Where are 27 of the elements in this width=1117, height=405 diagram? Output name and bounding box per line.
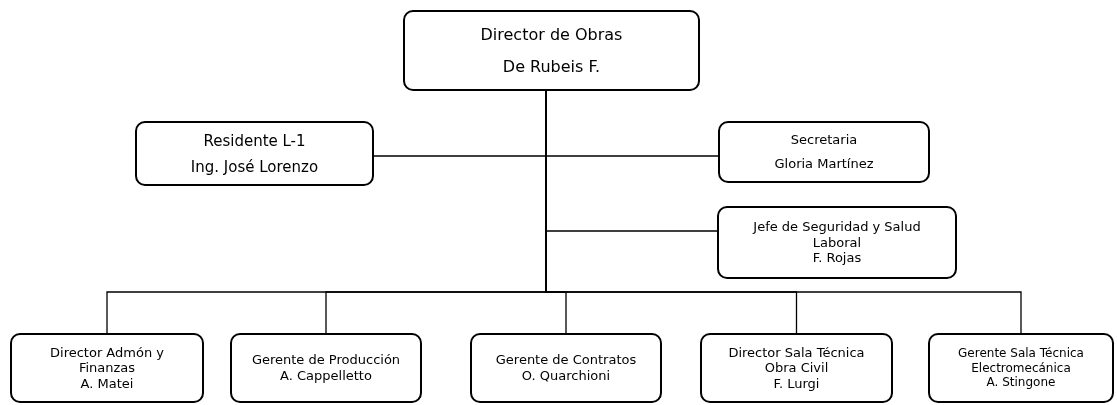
person-name: Ing. José Lorenzo — [190, 157, 319, 176]
position-title: Residente L-1 — [203, 131, 306, 150]
org-box — [470, 333, 662, 403]
person-name: F. Rojas — [812, 250, 862, 266]
org-box — [230, 333, 422, 403]
person-name: A. Matei — [80, 375, 134, 392]
position-title: Gerente de Producción — [251, 352, 401, 368]
position-title: Director de Obras — [480, 25, 623, 45]
person-name: De Rubeis F. — [502, 56, 601, 76]
person-name: A. Cappelletto — [280, 368, 372, 384]
position-title: Director Admón y Finanzas — [49, 344, 165, 376]
person-name: A. Stingone — [986, 375, 1056, 390]
person-name: Gloria Martínez — [774, 156, 874, 172]
org-box — [718, 121, 930, 183]
position-title: Secretaria — [790, 132, 858, 148]
person-name: F. Lurgi — [773, 375, 820, 392]
org-box — [928, 333, 1114, 403]
org-box — [403, 10, 700, 91]
org-box — [135, 121, 374, 186]
position-title: Jefe de Seguridad y Salud Laboral — [751, 219, 922, 251]
org-box — [717, 206, 957, 279]
position-title: Gerente Sala Técnica Electromecánica — [957, 346, 1085, 376]
org-box — [10, 333, 204, 403]
position-title: Gerente de Contratos — [495, 352, 637, 368]
person-name: O. Quarchioni — [521, 368, 611, 384]
org-box — [700, 333, 893, 403]
position-title: Director Sala Técnica Obra Civil — [727, 344, 866, 376]
